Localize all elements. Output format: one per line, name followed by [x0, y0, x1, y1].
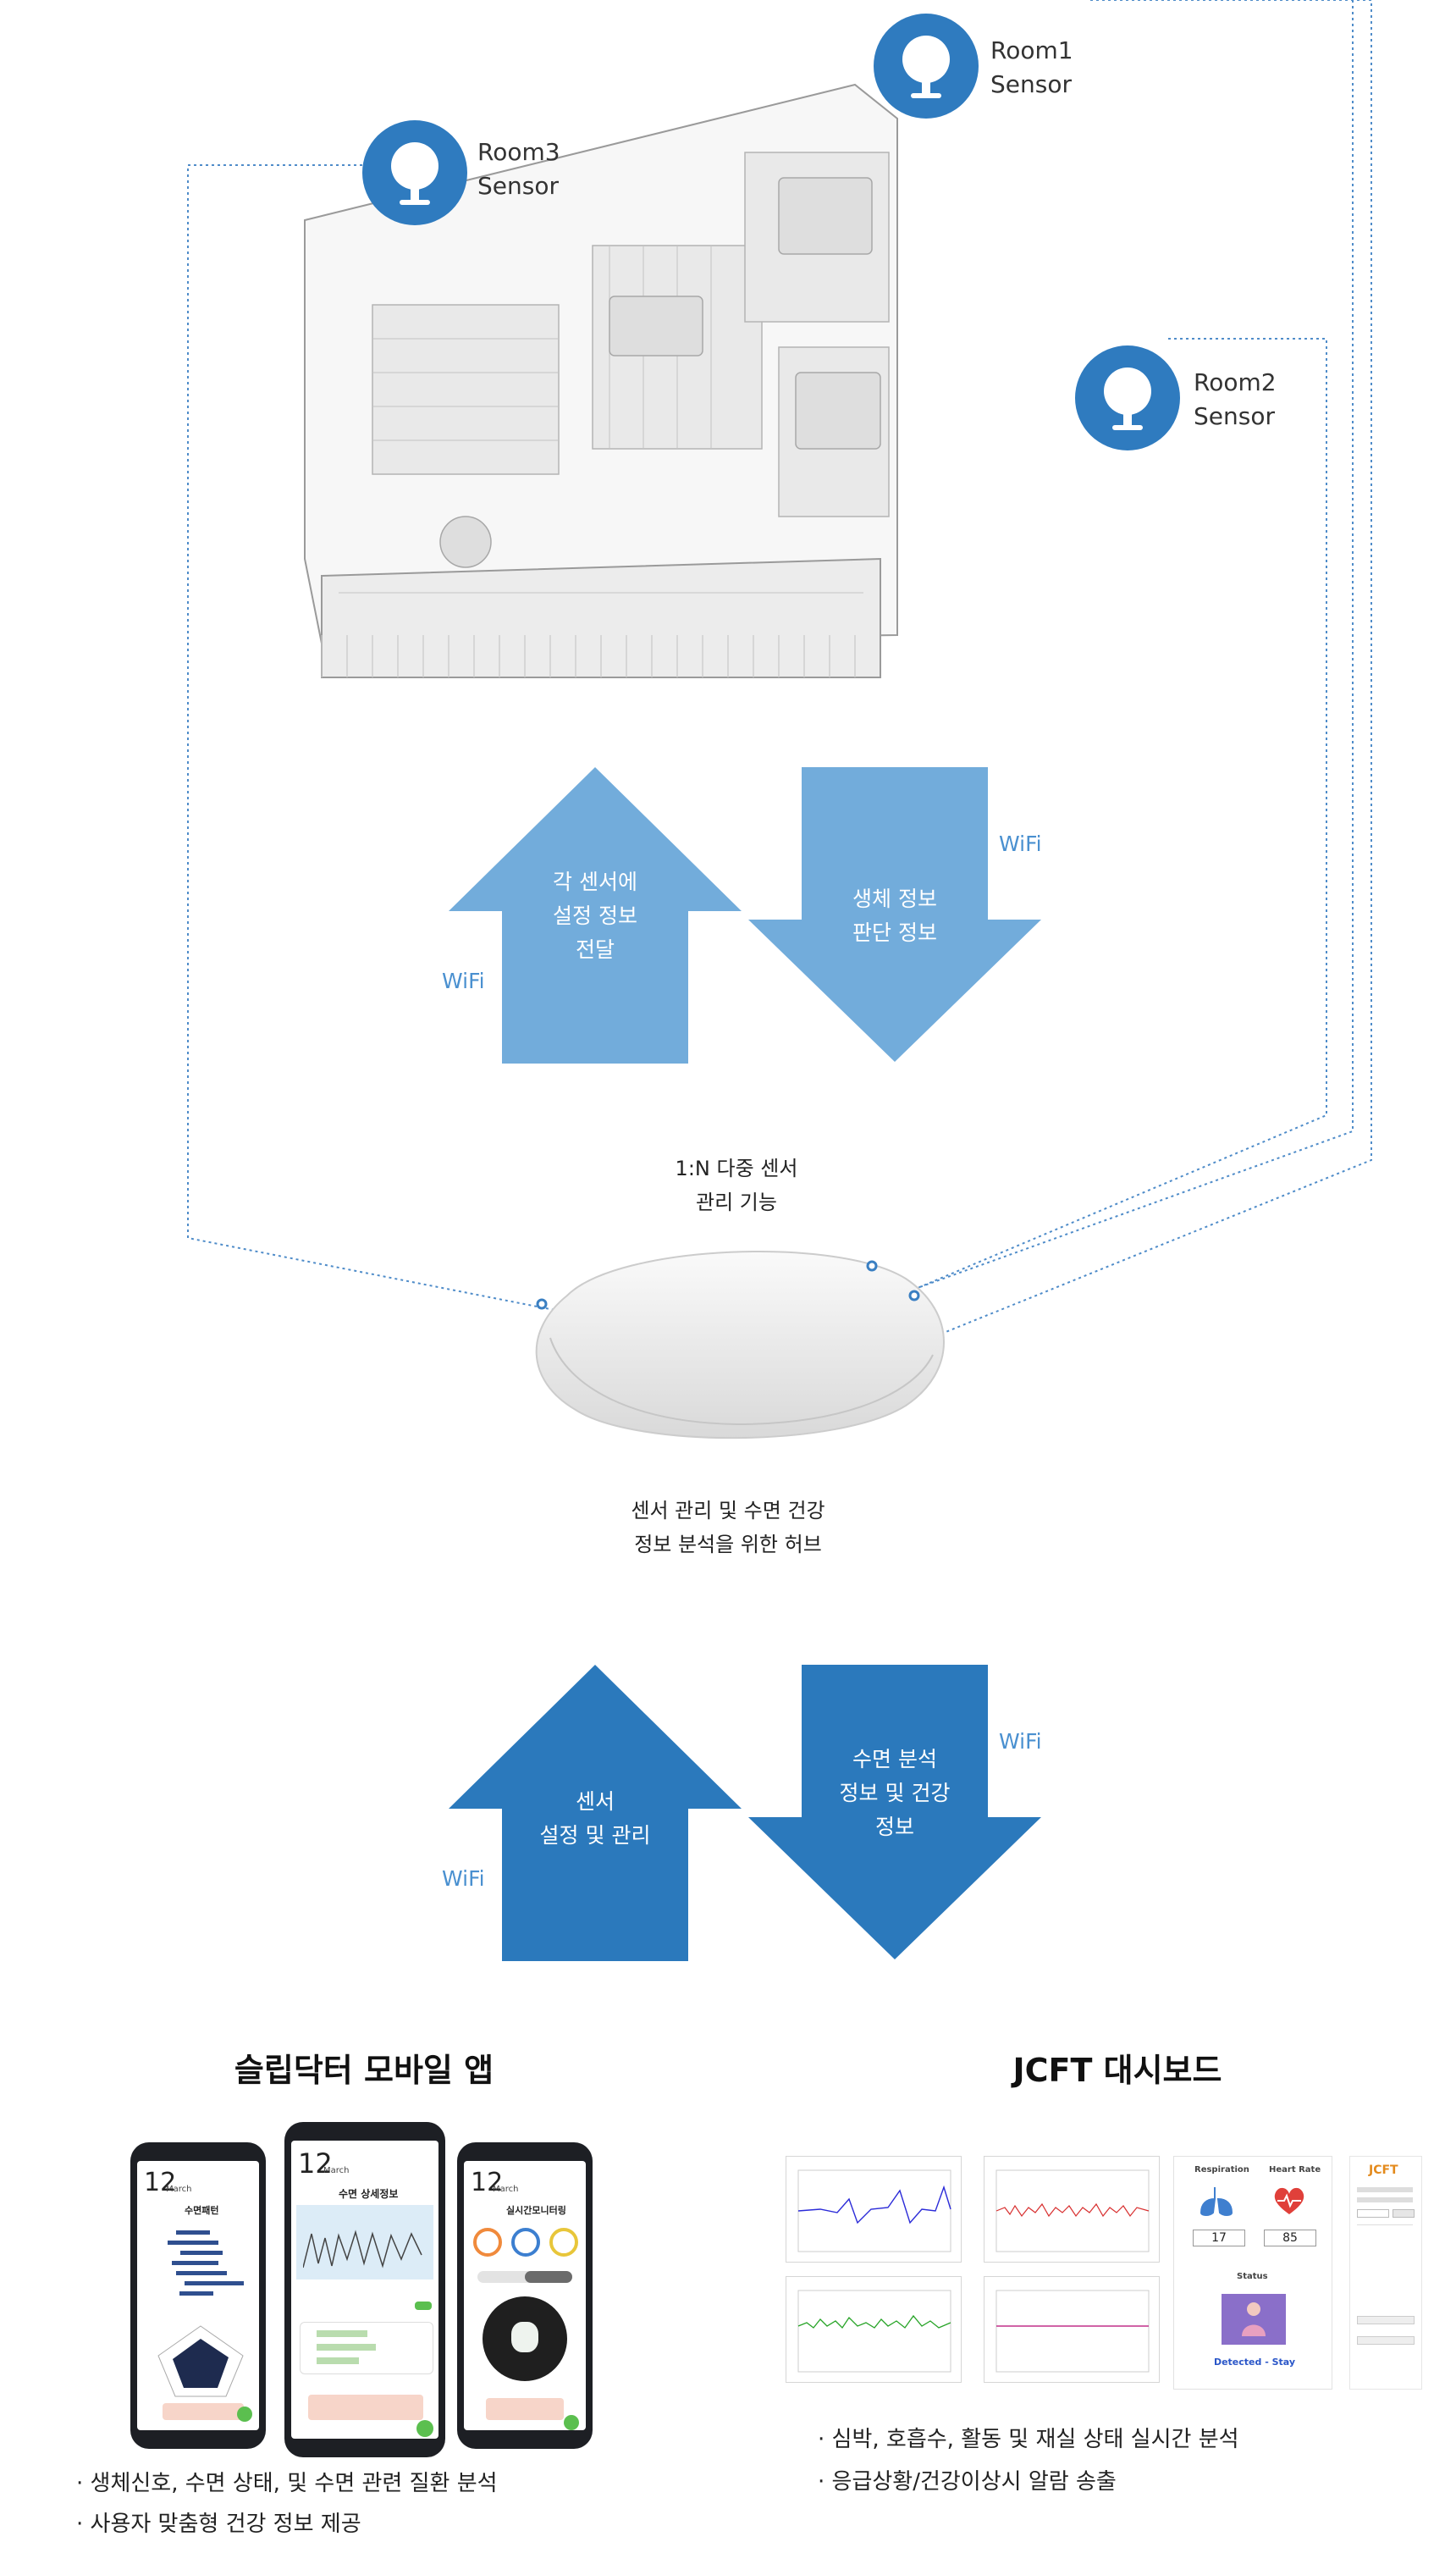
waveform-panel-heart: [984, 2156, 1160, 2263]
date-day: 12: [298, 2147, 333, 2180]
settings-arrow-text: 센서 설정 및 관리: [539, 1789, 651, 1848]
sleep-detail-chart: [303, 2230, 422, 2268]
download-arrow: [748, 767, 1041, 1062]
room2-sensor-badge: [1075, 345, 1180, 450]
chat-icon: [564, 2415, 579, 2430]
hub-device: [535, 1250, 945, 1440]
toggle: [415, 2302, 432, 2310]
activity-waveform: [797, 2290, 951, 2373]
settings-arrow: [449, 1665, 742, 1961]
sensor-icon: [1104, 367, 1151, 430]
waveform-panel-presence: [984, 2276, 1160, 2383]
connect-button[interactable]: [1393, 2209, 1415, 2218]
dashboard-bullet-2: · 응급상황/건강이상시 알람 송출: [818, 2469, 1117, 2495]
phone-sleep-pattern: 12 March 수면패턴: [130, 2142, 266, 2449]
date-day: 12: [144, 2168, 177, 2197]
mobile-app-title: 슬립닥터 모바일 앱: [234, 2052, 494, 2089]
wifi-label-top-right: WiFi: [999, 832, 1042, 856]
heart-waveform: [995, 2169, 1150, 2252]
room1-sensor-badge: [874, 14, 979, 119]
download-arrow-text: 생체 정보 판단 정보: [852, 887, 937, 945]
dashboard-title: JCFT 대시보드: [1012, 2052, 1222, 2089]
chat-icon: [416, 2420, 433, 2437]
date-month: March: [166, 2185, 192, 2194]
waveform-panel-respiration: [786, 2156, 962, 2263]
heart-icon: [1274, 2187, 1304, 2214]
settings-panel: JCFT: [1349, 2156, 1422, 2390]
presence-waveform: [995, 2290, 1150, 2373]
status-image: [1222, 2294, 1286, 2345]
hub-title: 1:N 다중 센서 관리 기능: [675, 1157, 798, 1214]
phone-realtime-monitoring: 12 March 실시간모니터링: [457, 2142, 593, 2449]
date-month: March: [323, 2166, 350, 2175]
screen-header: 수면패턴: [185, 2205, 219, 2216]
lungs-icon: [1200, 2187, 1233, 2216]
hub-connector-dot: [536, 1298, 548, 1310]
jcft-logo: JCFT: [1369, 2163, 1398, 2177]
heart-rate-label: Heart Rate: [1269, 2165, 1321, 2174]
hub-caption: 센서 관리 및 수면 건강 정보 분석을 위한 허브: [631, 1499, 825, 1556]
dashboard-bullet-1: · 심박, 호흡수, 활동 및 재실 상태 실시간 분석: [818, 2427, 1239, 2452]
apply-button[interactable]: [1357, 2316, 1415, 2324]
house-floorplan-illustration: [304, 83, 898, 678]
hub-connector-dot: [866, 1260, 878, 1272]
sensor-icon: [391, 142, 438, 205]
screen-header: 수면 상세정보: [339, 2188, 399, 2200]
date-month: March: [493, 2185, 519, 2194]
respiration-waveform: [797, 2169, 951, 2252]
hub-connector-dot: [908, 1290, 920, 1301]
vitals-panel: Respiration Heart Rate 17 85 Status Dete…: [1173, 2156, 1332, 2390]
wifi-label-bottom-left: WiFi: [442, 1866, 485, 1891]
status-label: Status: [1237, 2272, 1268, 2281]
heart-rate-value: 85: [1264, 2230, 1316, 2246]
radar-chart: [157, 2325, 244, 2397]
mobile-app-bullet-2: · 사용자 맞춤형 건강 정보 제공: [76, 2512, 361, 2537]
status-value: Detected - Stay: [1213, 2357, 1296, 2368]
upload-arrow-text: 각 센서에 설정 정보 전달: [553, 870, 637, 962]
wifi-label-top-left: WiFi: [442, 969, 485, 993]
respiration-value: 17: [1193, 2230, 1245, 2246]
mobile-app-bullet-1: · 생체신호, 수면 상태, 및 수면 관련 질환 분석: [76, 2471, 498, 2496]
chat-icon: [237, 2407, 252, 2422]
respiration-label: Respiration: [1194, 2165, 1249, 2174]
analysis-arrow: [748, 1665, 1041, 1959]
waveform-panel-activity: [786, 2276, 962, 2383]
upload-arrow: [449, 767, 742, 1064]
sleep-bars: [168, 2230, 244, 2296]
vital-gauges: [473, 2228, 578, 2257]
person-icon: [1242, 2302, 1266, 2336]
phone-sleep-detail: 12 March 수면 상세정보: [284, 2122, 445, 2457]
sensor-icon: [902, 36, 950, 98]
analysis-arrow-text: 수면 분석 정보 및 건강 정보: [839, 1747, 951, 1839]
room3-sensor-badge: [362, 120, 467, 225]
screen-header: 실시간모니터링: [506, 2205, 566, 2216]
date-day: 12: [471, 2168, 504, 2197]
reset-button[interactable]: [1357, 2336, 1415, 2345]
wifi-label-bottom-right: WiFi: [999, 1729, 1042, 1754]
